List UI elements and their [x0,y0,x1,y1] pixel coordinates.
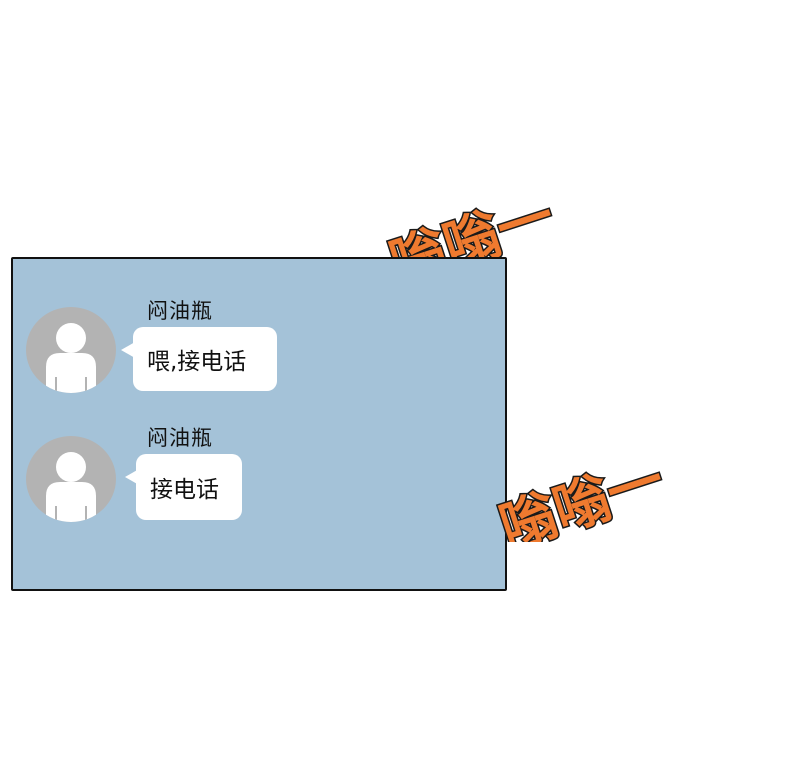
avatar [26,436,116,522]
message-text: 喂,接电话 [147,349,247,375]
bubble-tail [121,342,135,358]
user-silhouette-icon [26,307,116,393]
sound-effect-right: 嗡嗡一 [491,446,668,542]
sender-name: 闷油瓶 [147,426,213,450]
sound-effect-text: 嗡嗡一 [492,448,668,542]
sender-name: 闷油瓶 [147,299,213,323]
avatar [26,307,116,393]
message-text: 接电话 [150,477,219,503]
chat-panel: 闷油瓶 喂,接电话 闷油瓶 接电话 [11,257,507,591]
bubble-tail [125,469,139,485]
user-silhouette-icon [26,436,116,522]
message-bubble: 喂,接电话 [133,327,277,391]
message-bubble: 接电话 [136,454,242,520]
